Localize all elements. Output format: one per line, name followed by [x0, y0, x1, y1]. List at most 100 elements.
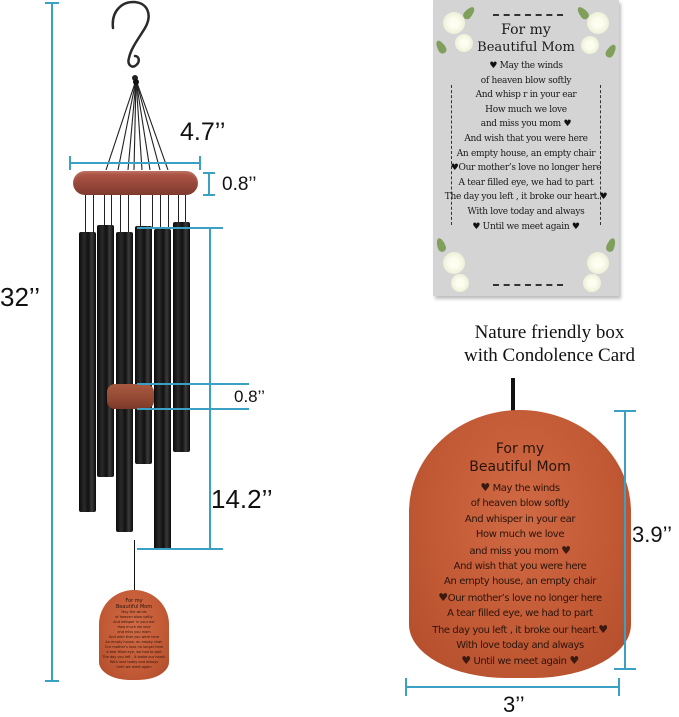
flower-decoration: [443, 12, 465, 34]
tag-poem-line: ♥ May the winds: [409, 480, 631, 496]
top-thickness-label: 0.8’’: [222, 174, 257, 195]
chime-tube-4: [135, 226, 152, 464]
card-poem-text: May the winds: [499, 61, 563, 71]
leaf-decoration: [434, 237, 448, 253]
card-title-line2: Beautiful Mom: [477, 40, 575, 55]
top-thickness-cap-top: [203, 172, 215, 174]
small-tag-poem-line: And wish that you were here: [108, 635, 160, 639]
chime-tube-6: [173, 222, 190, 452]
card-border-bottom: [493, 284, 563, 286]
tag-poem-line: ♥ Until we meet again ♥: [409, 653, 631, 669]
heart-icon: ♥: [599, 192, 608, 203]
wooden-top-ring: [73, 171, 198, 195]
card-poem-text: The day you left , it broke our heart.: [444, 192, 600, 203]
tube-wire: [185, 195, 186, 223]
tube-length-top-line: [137, 227, 223, 229]
large-tag-string: [511, 378, 515, 414]
tag-title-line1: For my: [495, 441, 545, 457]
tag-width-label: 3’’: [503, 692, 525, 717]
tag-width-cap-left: [405, 678, 407, 696]
heart-icon: ♥: [461, 654, 471, 668]
total-height-label: 32’’: [0, 282, 41, 312]
tube-wire: [160, 195, 161, 229]
chime-tube-2: [97, 225, 114, 477]
tube-wire: [111, 195, 112, 225]
heart-icon: ♥: [438, 590, 448, 604]
tag-poem-line: And whisper in your ear: [464, 513, 576, 525]
tag-poem-line: With love today and always: [456, 640, 584, 652]
card-poem-line: The day you left , it broke our heart.♥: [433, 190, 619, 205]
total-height-dimension-cap-top: [45, 2, 59, 4]
small-wind-sail-tag: For my Beautiful Mom May the winds of he…: [99, 590, 169, 680]
hook-icon: [111, 0, 150, 81]
heart-icon: ♥: [598, 622, 608, 636]
small-tag-poem-line: Our mother’s love no longer here: [104, 645, 164, 649]
card-poem-line: And whisp r in your ear: [475, 90, 577, 101]
small-tag-poem-line: With love today and always: [109, 660, 159, 664]
total-height-dimension-cap-bottom: [45, 680, 59, 682]
top-width-cap-right: [199, 156, 201, 170]
top-thickness-line: [208, 173, 210, 195]
condolence-card: For my Beautiful Mom ♥ May the winds of …: [433, 0, 619, 296]
tag-poem-line: and miss you mom ♥: [409, 543, 631, 559]
tag-wire: [134, 540, 135, 590]
tube-wire: [140, 195, 141, 227]
flower-decoration: [451, 274, 469, 292]
caption-line1: Nature friendly box: [474, 322, 625, 343]
card-poem-line: With love today and always: [467, 206, 585, 217]
heart-icon: ♥: [563, 119, 572, 130]
flower-decoration: [587, 252, 609, 274]
tube-length-vertical-line: [209, 229, 211, 549]
striker-top-line: [137, 383, 249, 385]
caption-line2: with Condolence Card: [464, 345, 635, 366]
tube-wire: [93, 195, 94, 233]
chime-tube-5: [154, 229, 171, 549]
tube-wire: [152, 195, 153, 227]
tag-height-cap-bottom: [614, 668, 636, 670]
card-border-top: [493, 14, 563, 16]
small-tag-poem-line: A tear filled eye, we had to part: [106, 650, 162, 654]
tag-poem-text: and miss you mom: [469, 545, 559, 557]
heart-icon: ♥: [450, 163, 459, 174]
chime-tube-1: [79, 232, 96, 512]
flower-decoration: [587, 12, 609, 34]
tag-width-line: [406, 686, 620, 688]
small-tag-title-2: Beautiful Mom: [115, 604, 153, 610]
heart-icon: ♥: [489, 61, 498, 71]
heart-icon: ♥: [472, 221, 481, 232]
flower-decoration: [581, 36, 599, 54]
card-poem-text: Until we meet again: [482, 221, 570, 232]
top-width-dimension-line: [70, 162, 200, 164]
card-poem-text: and miss you mom: [480, 119, 561, 130]
tube-wire: [120, 195, 121, 233]
tag-poem-text: May the winds: [492, 483, 561, 494]
tag-poem-line: The day you left , it broke our heart.♥: [409, 622, 631, 638]
heart-icon: ♥: [561, 543, 571, 557]
card-poem-line: of heaven blow softly: [480, 75, 572, 86]
chime-tube-3: [116, 232, 133, 532]
card-poem-line: And wish that you were here: [464, 133, 588, 144]
heart-icon: ♥: [480, 481, 490, 494]
flower-decoration: [443, 252, 465, 274]
tube-wire: [128, 195, 129, 233]
tag-poem-line: A tear filled eye, we had to part: [447, 608, 593, 620]
small-tag-poem-line: The day you left , it broke our heart.: [102, 655, 166, 659]
tag-height-label: 3.9’’: [632, 522, 672, 547]
card-poem-text: Our mother’s love no longer here: [458, 163, 602, 174]
tag-poem-line: ♥Our mother’s love no longer here: [409, 590, 631, 606]
tube-wire: [168, 195, 169, 229]
card-border-right: [600, 85, 601, 225]
tube-wire: [85, 195, 86, 233]
tag-poem-text: Until we meet again: [473, 656, 567, 668]
large-wind-sail-tag: For my Beautiful Mom ♥ May the winds of …: [409, 410, 631, 678]
striker-thickness-label: 0.8’’: [234, 387, 265, 406]
flower-decoration: [583, 274, 601, 292]
tube-wire: [104, 195, 105, 225]
card-border-left: [451, 85, 452, 225]
small-tag-poem-line: of heaven blow softly: [115, 615, 153, 619]
flower-decoration: [455, 34, 473, 52]
leaf-decoration: [604, 237, 618, 253]
top-width-cap-left: [69, 156, 71, 170]
tag-height-cap-top: [614, 410, 636, 412]
tag-poem-line: An empty house, an empty chair: [444, 576, 596, 588]
